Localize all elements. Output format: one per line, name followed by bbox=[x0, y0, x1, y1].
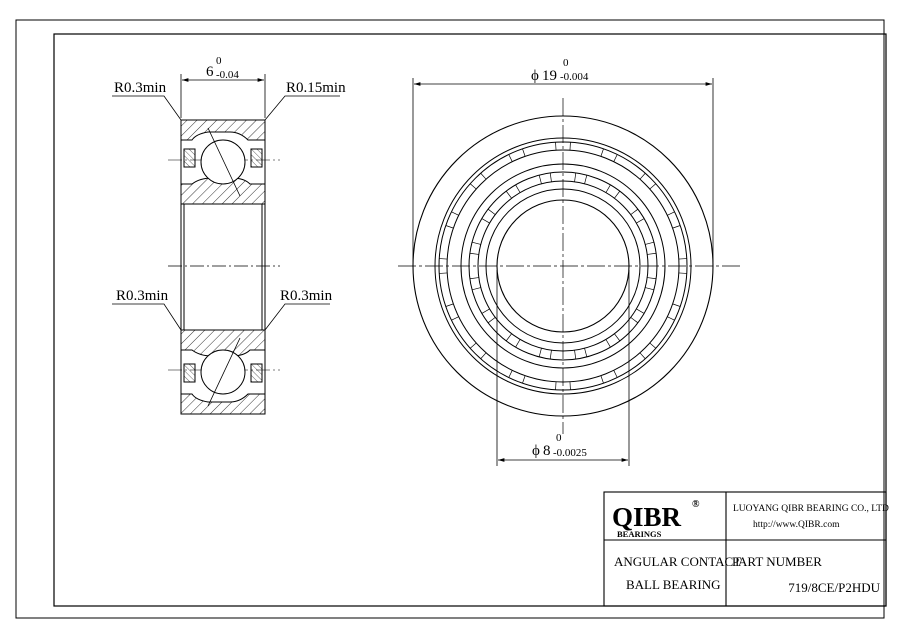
part-number-label: PART NUMBER bbox=[732, 554, 822, 569]
radius-label-mid-left: R0.3min bbox=[116, 288, 169, 304]
cage-pocket-line bbox=[508, 154, 513, 162]
cage-pocket-line bbox=[667, 211, 675, 216]
cage-pocket-line bbox=[647, 277, 657, 280]
cage-pocket-line bbox=[505, 190, 512, 199]
cage-pocket-line bbox=[605, 339, 611, 348]
cage-pocket-line bbox=[481, 218, 490, 224]
bore-diameter-tol-upper: 0 bbox=[556, 432, 562, 444]
cage-pocket-line bbox=[549, 172, 552, 182]
product-type-line1: ANGULAR CONTACT bbox=[614, 554, 741, 569]
cage-pocket-line bbox=[605, 184, 611, 193]
front-view bbox=[398, 78, 740, 466]
cage-pocket-line bbox=[522, 148, 526, 157]
cage-pocket-line bbox=[630, 208, 639, 215]
cage-pocket-line bbox=[636, 308, 645, 314]
width-tol-upper: 0 bbox=[216, 55, 222, 67]
cage-pocket-line bbox=[574, 350, 577, 360]
cage-pocket-line bbox=[515, 339, 521, 348]
title-block bbox=[603, 491, 887, 607]
svg-text:BEARINGS: BEARINGS bbox=[617, 529, 662, 539]
outer-diameter-symbol: ϕ bbox=[531, 68, 539, 84]
radius-label-top-right: R0.15min bbox=[286, 80, 346, 96]
svg-text:®: ® bbox=[692, 499, 700, 510]
cage-pocket-line bbox=[636, 218, 645, 224]
cage-pocket-line bbox=[481, 308, 490, 314]
ball-bottom bbox=[200, 349, 246, 395]
cage-pocket-line bbox=[445, 303, 454, 307]
cage-pocket-line bbox=[649, 342, 657, 349]
bore-diameter-tol-lower: -0.0025 bbox=[553, 447, 587, 459]
cage-pocket-line bbox=[471, 241, 481, 245]
cage-pocket-line bbox=[672, 303, 681, 307]
cage-pocket-line bbox=[505, 333, 512, 342]
cage-pocket-line bbox=[451, 211, 459, 216]
cage-pocket-line bbox=[508, 370, 513, 378]
cage-pocket-line bbox=[469, 183, 477, 190]
outer-ring-section-top bbox=[180, 119, 266, 141]
cage-pocket-line bbox=[469, 277, 479, 280]
bore-diameter-value: 8 bbox=[543, 443, 551, 459]
cage-pocket-line bbox=[480, 172, 487, 180]
outer-diameter-value: 19 bbox=[542, 68, 557, 84]
section-view bbox=[112, 74, 340, 415]
cage-pockets bbox=[439, 142, 687, 390]
cage-pocket-line bbox=[613, 370, 618, 378]
svg-text:QIBR: QIBR bbox=[612, 502, 682, 532]
bore-diameter-symbol: ϕ bbox=[532, 443, 540, 459]
cage-pocket-line bbox=[469, 342, 477, 349]
width-dimension-value: 6 bbox=[206, 64, 214, 80]
part-number-value: 719/8CE/P2HDU bbox=[788, 580, 880, 595]
cage-pocket-line bbox=[487, 208, 496, 215]
company-website: http://www.QIBR.com bbox=[753, 520, 840, 530]
cage-pocket-line bbox=[630, 317, 639, 324]
cage-pocket-line bbox=[451, 316, 459, 321]
cage-pocket-line bbox=[667, 316, 675, 321]
cage-pocket-line bbox=[471, 287, 481, 291]
cage-pocket-line bbox=[614, 190, 621, 199]
cage-pocket-line bbox=[645, 287, 655, 291]
cage-pocket-line bbox=[515, 184, 521, 193]
product-type-line2: BALL BEARING bbox=[626, 577, 721, 592]
cage-pocket-line bbox=[600, 375, 604, 384]
radius-label-top-left: R0.3min bbox=[114, 80, 167, 96]
outer-frame bbox=[15, 19, 885, 619]
cage-pocket-line bbox=[613, 154, 618, 162]
cage-pocket-line bbox=[639, 352, 646, 360]
cage-pocket-line bbox=[574, 172, 577, 182]
cage-pocket-line bbox=[549, 350, 552, 360]
company-logo: QIBR ® BEARINGS bbox=[612, 499, 700, 539]
cage-pocket-line bbox=[487, 317, 496, 324]
cage-pocket-line bbox=[584, 174, 588, 184]
width-tol-lower: -0.04 bbox=[216, 69, 239, 81]
cage-pocket-line bbox=[584, 348, 588, 358]
cage-pocket-line bbox=[480, 352, 487, 360]
bore-circle bbox=[496, 199, 630, 333]
outer-diameter-tol-upper: 0 bbox=[563, 57, 569, 69]
cage-pocket-line bbox=[647, 252, 657, 255]
outer-diameter-tol-lower: -0.004 bbox=[560, 71, 589, 83]
cage-pocket-line bbox=[614, 333, 621, 342]
outer-diameter-circle bbox=[412, 115, 714, 417]
cage-pocket-line bbox=[522, 375, 526, 384]
cage-pocket-line bbox=[538, 174, 542, 184]
ball-top bbox=[200, 139, 246, 185]
outer-ring-section-bottom bbox=[180, 393, 266, 415]
cage-pocket-line bbox=[469, 252, 479, 255]
cage-pocket-line bbox=[445, 225, 454, 229]
cage-pocket-line bbox=[645, 241, 655, 245]
cage-pocket-line bbox=[639, 172, 646, 180]
cage-pocket-line bbox=[672, 225, 681, 229]
inner-frame bbox=[53, 33, 887, 607]
cage-pocket-line bbox=[600, 148, 604, 157]
radius-label-mid-right: R0.3min bbox=[280, 288, 333, 304]
cage-pocket-line bbox=[538, 348, 542, 358]
company-name: LUOYANG QIBR BEARING CO., LTD bbox=[733, 504, 889, 514]
cage-pocket-line bbox=[649, 183, 657, 190]
